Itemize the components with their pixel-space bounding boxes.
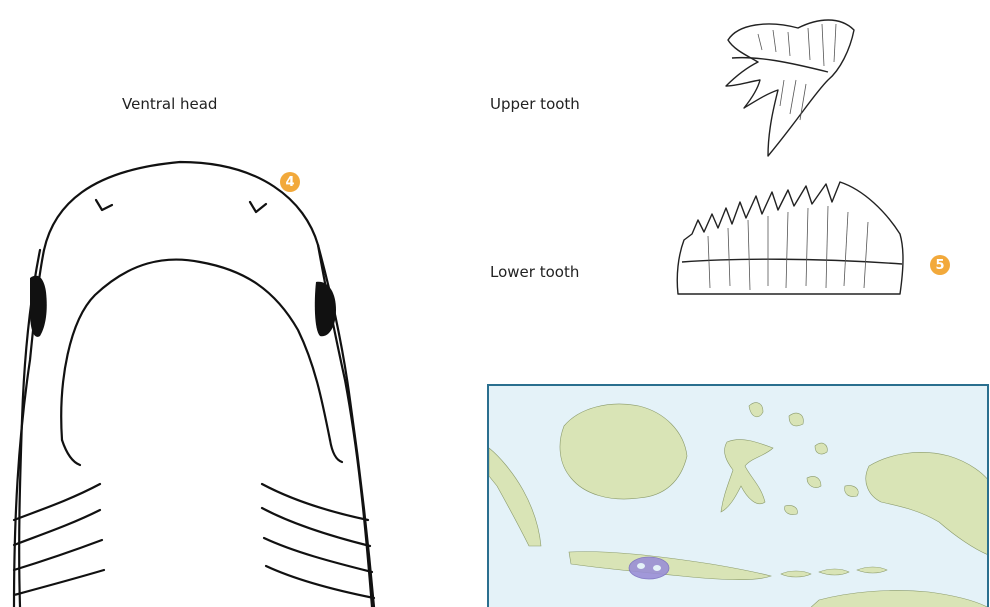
- lower-tooth-icon: [668, 176, 918, 306]
- range-highlight: [629, 557, 669, 579]
- upper-tooth-icon: [718, 10, 868, 160]
- map-icon: [489, 386, 989, 607]
- distribution-map: [487, 384, 989, 607]
- shark-head-icon: [0, 0, 400, 607]
- callout-5: 5: [930, 255, 950, 275]
- upper-tooth-label: Upper tooth: [490, 95, 580, 113]
- lower-tooth-label: Lower tooth: [490, 263, 579, 281]
